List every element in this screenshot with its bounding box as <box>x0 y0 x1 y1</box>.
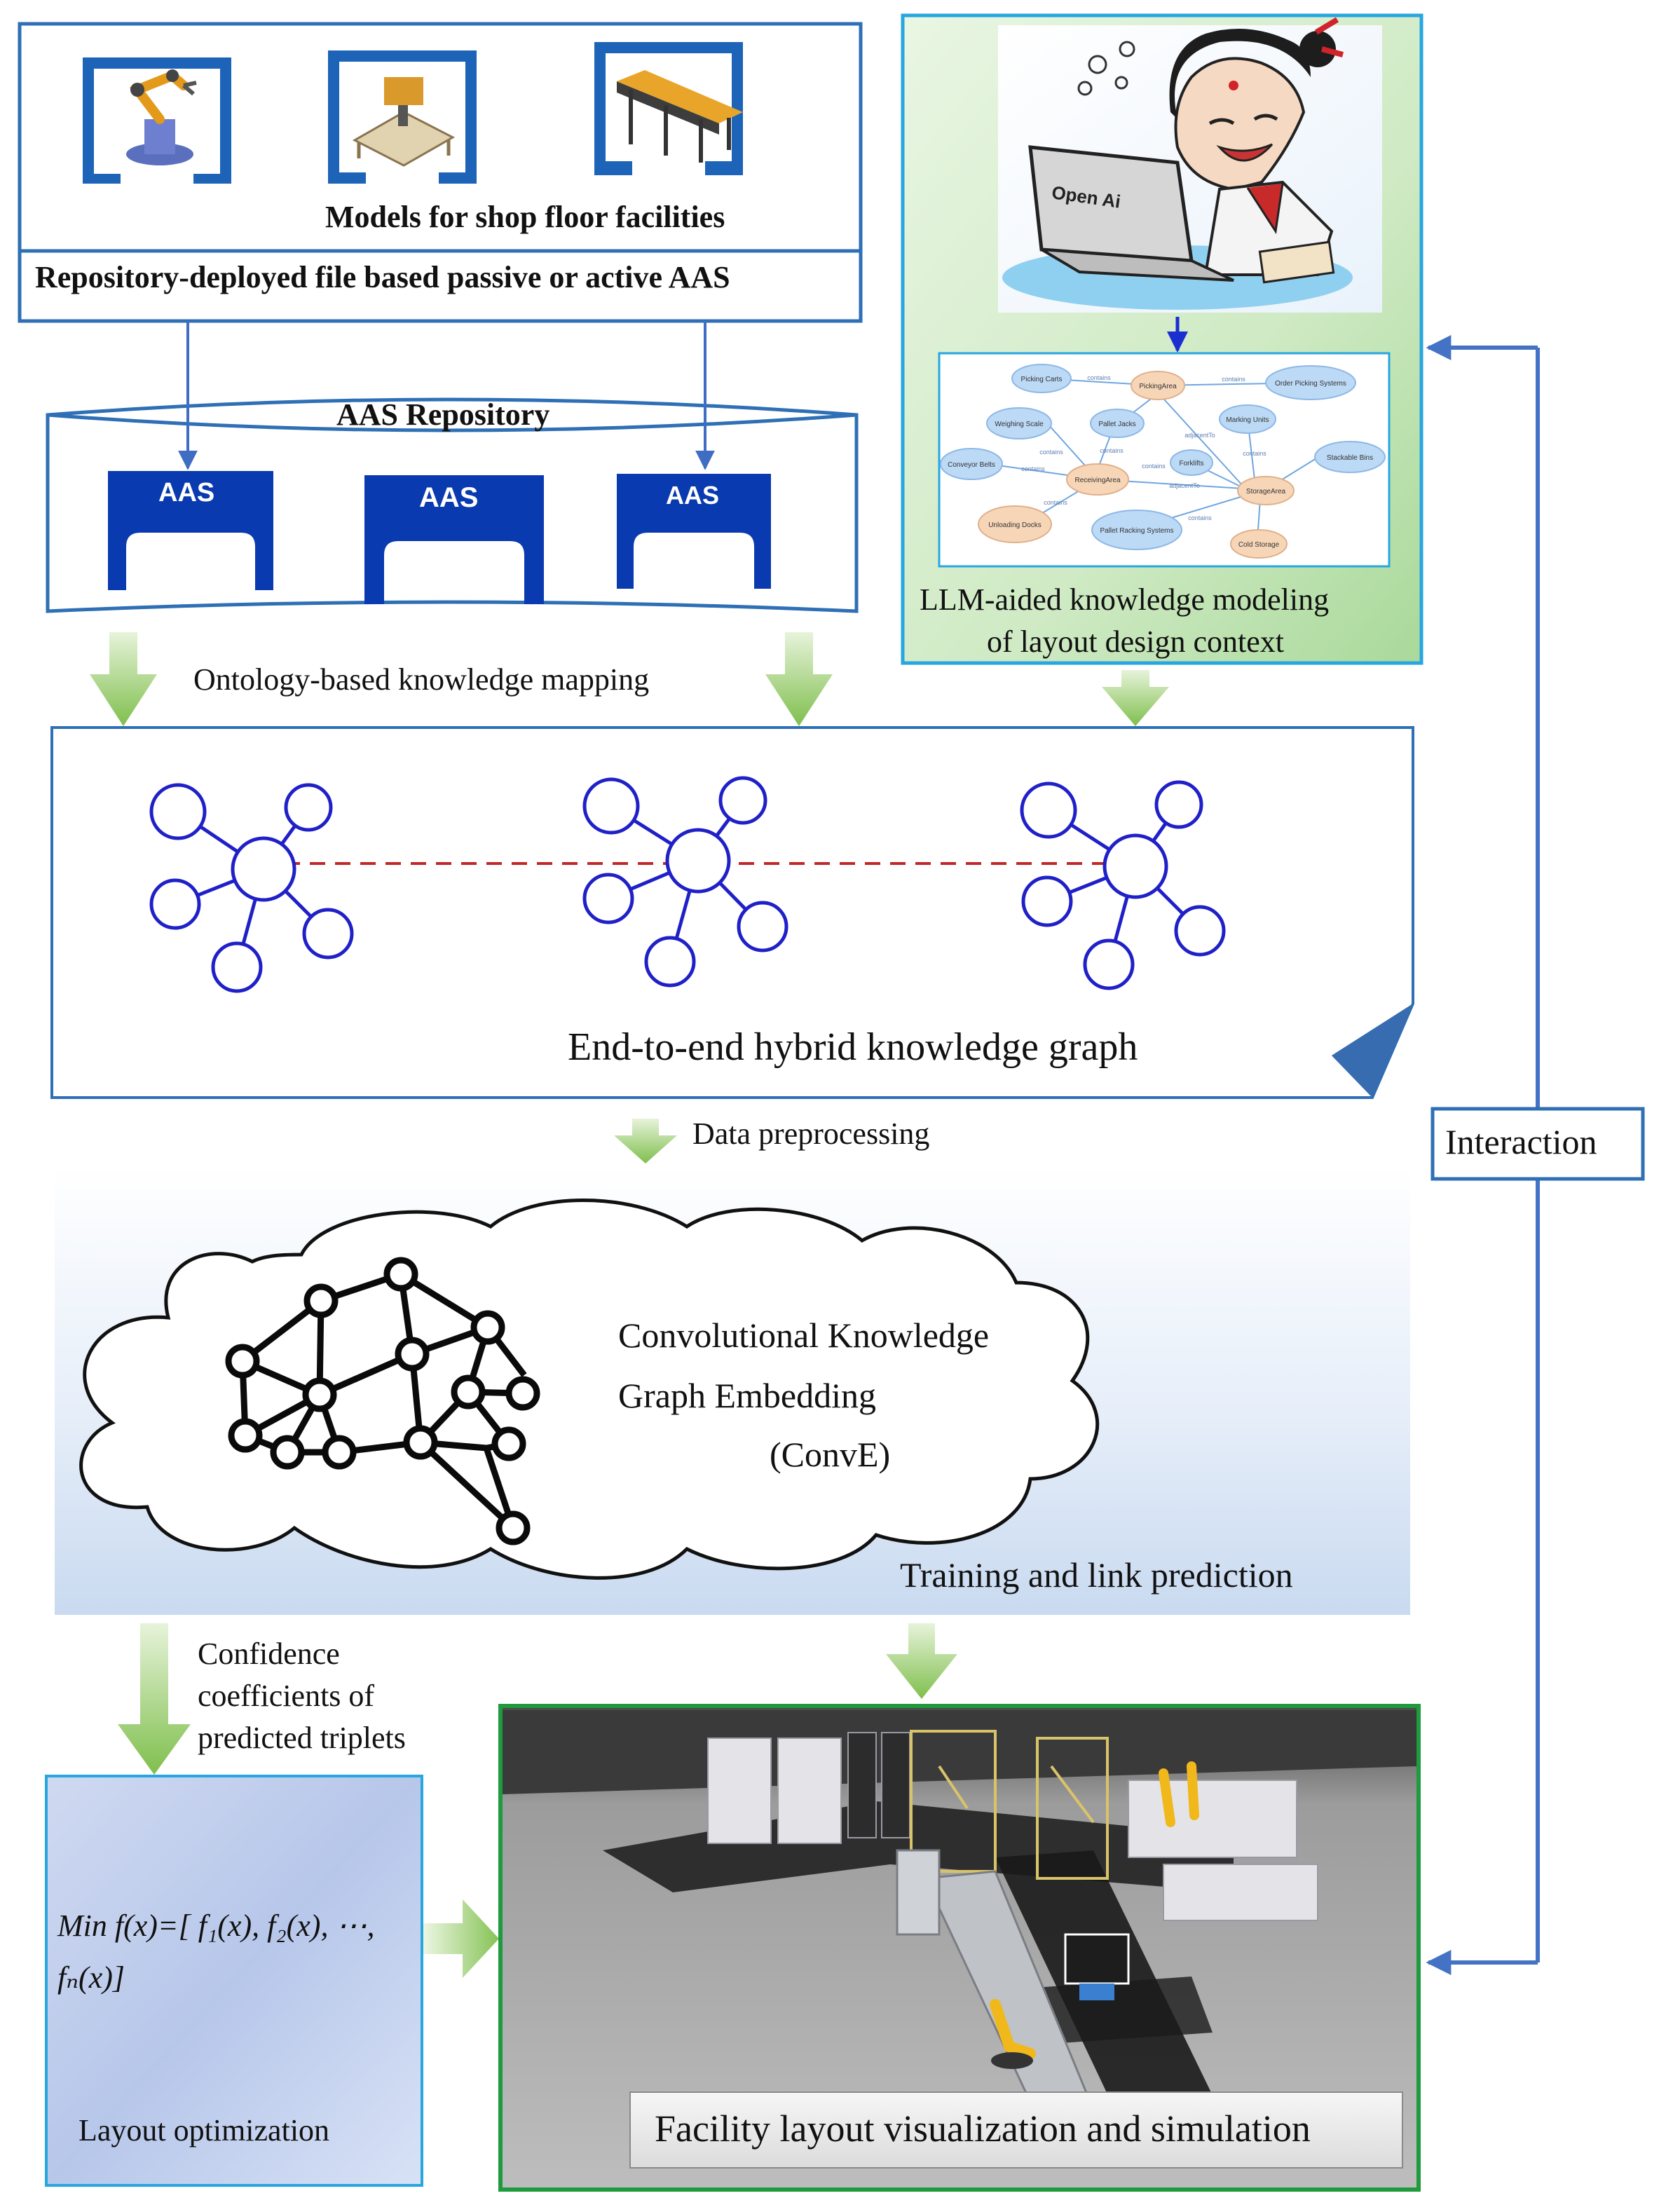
llm-edge-label: adjacentTo <box>1184 432 1215 439</box>
robot-arm-icon <box>83 57 231 184</box>
llm-arrow <box>1102 670 1169 726</box>
llm-node-label: Marking Units <box>1226 416 1269 424</box>
llm-edge-label: contains <box>1142 463 1166 470</box>
conve-line1: Convolutional Knowledge <box>618 1316 990 1355</box>
kg-cluster-1 <box>149 783 354 993</box>
kg-cluster-3 <box>1020 780 1226 990</box>
llm-edge-label: contains <box>1222 376 1245 383</box>
llm-edge-label: contains <box>1021 465 1045 472</box>
llm-node-label: Order Picking Systems <box>1275 380 1346 388</box>
conve-line3: (ConvE) <box>770 1435 891 1474</box>
llm-caption-line1: LLM-aided knowledge modeling <box>920 582 1330 617</box>
aas-repository-title: AAS Repository <box>336 397 550 432</box>
llm-node-label: Unloading Docks <box>988 521 1042 529</box>
models-subtitle: Repository-deployed file based passive o… <box>35 260 730 294</box>
optimization-title: Layout optimization <box>78 2113 330 2148</box>
llm-node-label: Forklifts <box>1180 460 1204 467</box>
llm-node-label: Conveyor Belts <box>948 461 995 469</box>
optimization-box <box>45 1775 423 2187</box>
llm-edge-label: contains <box>1039 449 1063 456</box>
confidence-line3: predicted triplets <box>198 1721 406 1755</box>
visualization-caption: Facility layout visualization and simula… <box>655 2108 1311 2150</box>
aas-shell-label-3: AAS <box>666 481 720 510</box>
llm-node-label: Pallet Jacks <box>1098 421 1135 428</box>
mapping-arrow-left <box>90 632 157 726</box>
llm-edge-label: contains <box>1087 374 1111 381</box>
llm-node-label: Weighing Scale <box>995 421 1044 428</box>
aas-shell-2 <box>364 475 544 604</box>
models-title: Models for shop floor facilities <box>325 200 725 234</box>
aas-repository <box>46 321 859 613</box>
conve-line2: Graph Embedding <box>618 1376 876 1415</box>
llm-caption-line2: of layout design context <box>987 624 1285 659</box>
llm-edge-label: contains <box>1044 499 1067 506</box>
llm-node-label: Picking Carts <box>1021 376 1063 383</box>
preprocessing-label: Data preprocessing <box>692 1117 930 1151</box>
neural-network-icon <box>225 1257 540 1545</box>
confidence-line2: coefficients of <box>198 1679 375 1713</box>
green-arrows <box>90 632 1169 1978</box>
llm-node-label: Stackable Bins <box>1327 454 1373 462</box>
aas-shell-label-2: AAS <box>419 482 479 513</box>
mapping-label: Ontology-based knowledge mapping <box>193 662 650 697</box>
preprocessing-arrow <box>614 1119 677 1163</box>
llm-edge-label: contains <box>1243 450 1266 457</box>
interaction-box <box>1430 1107 1645 1181</box>
interaction-label: Interaction <box>1445 1122 1597 1161</box>
conve-to-vis-arrow <box>886 1623 957 1699</box>
kg-title: End-to-end hybrid knowledge graph <box>568 1025 1138 1069</box>
opt-to-vis-arrow <box>423 1899 499 1978</box>
llm-node-label: PickingArea <box>1139 383 1177 390</box>
llm-node-label: Cold Storage <box>1238 541 1280 549</box>
conveyor-icon <box>594 42 743 175</box>
cnc-machine-icon <box>328 50 477 184</box>
aas-shell-label-1: AAS <box>158 478 215 507</box>
confidence-line1: Confidence <box>198 1637 340 1671</box>
llm-edge-label: contains <box>1188 514 1212 521</box>
aas-shell-1 <box>108 471 273 590</box>
llm-node-label: ReceivingArea <box>1074 477 1120 484</box>
confidence-arrow <box>118 1623 191 1775</box>
cartoon-girl-image <box>1002 17 1353 310</box>
kg-cluster-2 <box>582 776 788 988</box>
interaction-loop <box>1426 335 1540 1975</box>
formula-line2: fₙ(x)] <box>57 1960 125 1995</box>
llm-graph-panel: contains contains adjacentTo contains co… <box>938 352 1391 568</box>
aas-shell-3 <box>617 474 771 589</box>
llm-node-label: Pallet Racking Systems <box>1100 527 1173 535</box>
formula-line1: Min f(x)=[ f₁(x), f₂(x), ⋯, <box>57 1909 375 1943</box>
llm-edge-label: contains <box>1100 447 1124 454</box>
mapping-arrow-right <box>765 632 833 726</box>
llm-node-label: StorageArea <box>1246 488 1286 496</box>
conve-footer: Training and link prediction <box>900 1555 1293 1595</box>
llm-edge-label: adjacentTo <box>1169 482 1200 489</box>
visualization-caption-box <box>629 2091 1403 2169</box>
